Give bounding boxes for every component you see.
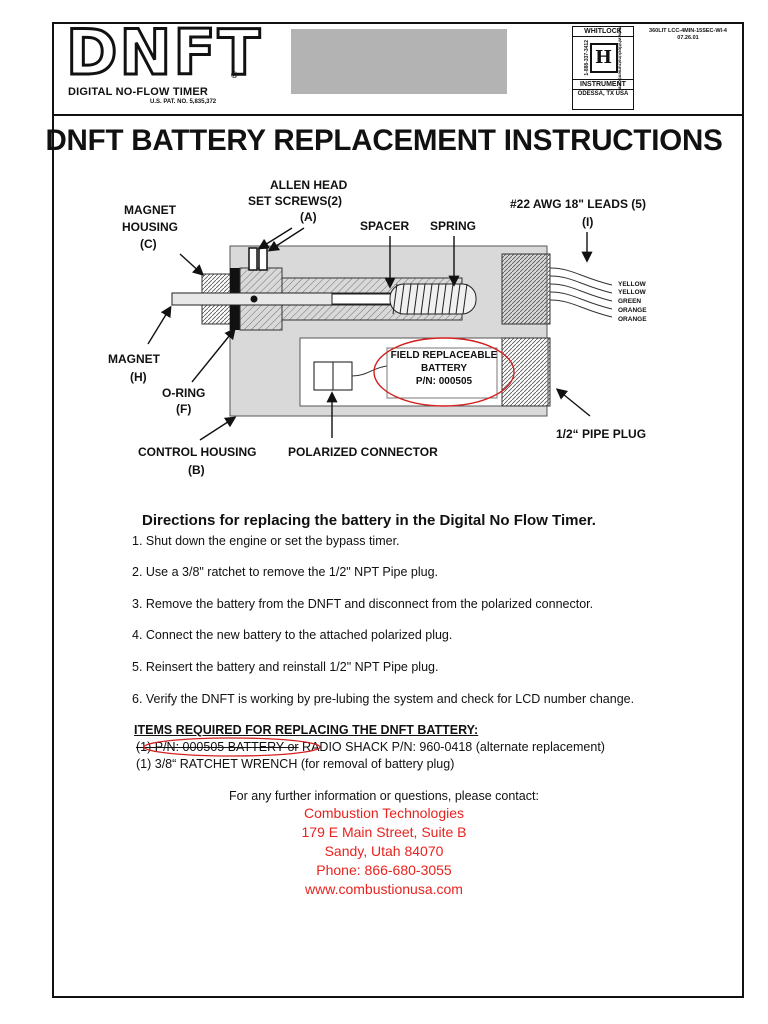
contact-city: Sandy, Utah 84070 — [324, 843, 444, 859]
battery-diagram: YELLOW YELLOW GREEN ORANGE ORANGE FIELD … — [108, 178, 647, 477]
step-item: 1. Shut down the engine or set the bypas… — [132, 534, 400, 548]
magnet-housing-label-1: MAGNET — [124, 203, 177, 217]
battery-label-1: FIELD REPLACEABLE — [391, 350, 498, 361]
whitlock-web: www.whitlockinstrument.com — [617, 26, 623, 90]
whitlock-instrument: INSTRUMENT — [573, 80, 633, 90]
logo-subtitle: DIGITAL NO-FLOW TIMER — [68, 86, 209, 98]
control-housing-label-1: CONTROL HOUSING — [138, 445, 256, 459]
page-frame — [52, 22, 744, 998]
whitlock-logo: WHITLOCK 1-888-337-3412 H www.whitlockin… — [572, 26, 634, 110]
o-ring-label-1: O-RING — [162, 386, 205, 400]
control-housing-label-2: (B) — [188, 463, 205, 477]
o-ring-label-2: (F) — [176, 402, 191, 416]
header-divider — [52, 114, 744, 116]
document-reference: 360LIT LCC-4MIN-15SEC-WI-4 07.26.01 — [638, 28, 738, 42]
contact-company: Combustion Technologies — [303, 805, 465, 821]
lead-wires — [549, 267, 613, 318]
wire-label: YELLOW — [618, 281, 647, 288]
step-item: 2. Use a 3/8" ratchet to remove the 1/2"… — [132, 565, 439, 579]
contact-block: Combustion Technologies 179 E Main Stree… — [0, 804, 768, 899]
leads-fitting — [501, 253, 551, 325]
whitlock-location: ODESSA, TX USA — [577, 91, 629, 97]
magnet-label-2: (H) — [130, 370, 147, 384]
struck-battery-item: (1) P/N: 000505 BATTERY or — [136, 740, 299, 754]
dnft-logo: DNFT — [65, 16, 262, 89]
gray-placeholder-box — [291, 29, 507, 94]
leader-arrows — [147, 227, 593, 441]
doc-ref-code: 360LIT LCC-4MIN-15SEC-WI-4 — [649, 28, 727, 34]
set-screw-1 — [248, 247, 258, 271]
battery-shape — [386, 347, 498, 399]
page-title: DNFT BATTERY REPLACEMENT INSTRUCTIONS — [45, 124, 723, 157]
spacer-shape — [331, 293, 393, 305]
allen-head-label-2: SET SCREWS(2) — [248, 194, 342, 208]
magnet-housing-label-3: (C) — [140, 237, 157, 251]
whitlock-phone: 1-888-337-3412 — [583, 40, 590, 76]
pipe-plug-label: 1/2“ PIPE PLUG — [556, 427, 646, 441]
polarized-connector-label: POLARIZED CONNECTOR — [288, 445, 438, 459]
whitlock-name: WHITLOCK — [573, 27, 633, 37]
pipe-plug-thread — [501, 337, 551, 407]
step-item: 4. Connect the new battery to the attach… — [132, 628, 453, 642]
connector-wire — [351, 365, 388, 377]
step-item: 3. Remove the battery from the DNFT and … — [132, 597, 594, 611]
patent-number: U.S. PAT. NO. 5,835,372 — [150, 99, 217, 105]
allen-head-label-1: ALLEN HEAD — [270, 178, 348, 192]
step-item: 5. Reinsert the battery and reinstall 1/… — [132, 660, 439, 674]
leads-label-2: (I) — [582, 215, 593, 229]
contact-street: 179 E Main Street, Suite B — [301, 824, 467, 840]
leads-label-1: #22 AWG 18" LEADS (5) — [510, 197, 646, 211]
directions-title: Directions for replacing the battery in … — [142, 512, 596, 529]
items-required-title: ITEMS REQUIRED FOR REPLACING THE DNFT BA… — [134, 723, 479, 737]
battery-highlight-ellipse — [373, 337, 515, 407]
contact-phone: Phone: 866-680-3055 — [316, 862, 452, 878]
spring-shape — [389, 283, 477, 315]
doc-ref-date: 07.26.01 — [677, 35, 699, 41]
battery-label-3: P/N: 000505 — [416, 376, 473, 387]
step-item: 6. Verify the DNFT is working by pre-lub… — [132, 692, 635, 706]
contact-website[interactable]: www.combustionusa.com — [305, 881, 463, 897]
battery-item-highlight-ellipse — [143, 737, 321, 757]
set-screw-2 — [258, 247, 268, 271]
whitlock-mark-icon: H — [589, 43, 618, 73]
battery-label-2: BATTERY — [421, 363, 467, 374]
whitlock-emblem: 1-888-337-3412 H www.whitlockinstrument.… — [573, 26, 633, 90]
items-line-1: (1) P/N: 000505 BATTERY or RADIO SHACK P… — [136, 740, 605, 754]
magnet-label-1: MAGNET — [108, 352, 161, 366]
registered-mark: ® — [231, 70, 238, 80]
allen-head-label-3: (A) — [300, 210, 317, 224]
wire-label: ORANGE — [618, 307, 647, 314]
spring-label: SPRING — [430, 219, 476, 233]
spacer-label: SPACER — [360, 219, 409, 233]
contact-intro: For any further information or questions… — [229, 789, 539, 803]
items-line-2: (1) 3/8“ RATCHET WRENCH (for removal of … — [136, 757, 455, 771]
magnet-dot — [250, 295, 258, 303]
wire-label: ORANGE — [618, 316, 647, 323]
magnet-housing-label-2: HOUSING — [122, 220, 178, 234]
alternate-battery-item: RADIO SHACK P/N: 960-0418 (alternate rep… — [298, 740, 605, 754]
wire-label: YELLOW — [618, 289, 647, 296]
wire-label: GREEN — [618, 298, 641, 305]
